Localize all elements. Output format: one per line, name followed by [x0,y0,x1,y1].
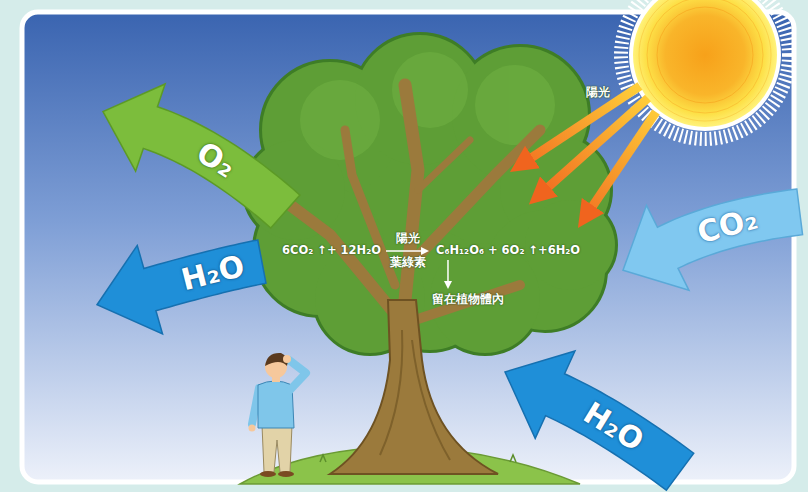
water-out-arrow: H₂O [95,238,268,336]
water-in-arrow: H₂O [503,349,696,492]
storage-note: 留在植物體內 [432,293,504,307]
oxygen-arrow: O₂ [101,82,302,230]
tree-trunk [290,85,540,474]
catalyst: 葉綠素 [390,256,426,270]
tree-canopy [245,35,615,353]
arrow-outline [623,189,803,290]
arrow-outline [97,240,266,334]
sun-label: 陽光 [586,86,610,100]
sun [621,0,789,139]
light-condition: 陽光 [396,232,420,246]
arrow-outline [103,84,300,228]
storage-arrow [447,260,449,281]
carbon-dioxide-arrow: CO₂ [621,187,805,292]
arrow-outline [505,351,694,490]
man [249,353,307,477]
arrow-shape [95,238,268,336]
sunlight-arrows [528,86,656,210]
reaction-arrow [386,250,421,252]
reactants: 6CO₂ ↑+ 12H₂O [282,244,381,258]
products: C₆H₁₂O₆ + 6O₂ ↑+6H₂O [436,244,580,258]
